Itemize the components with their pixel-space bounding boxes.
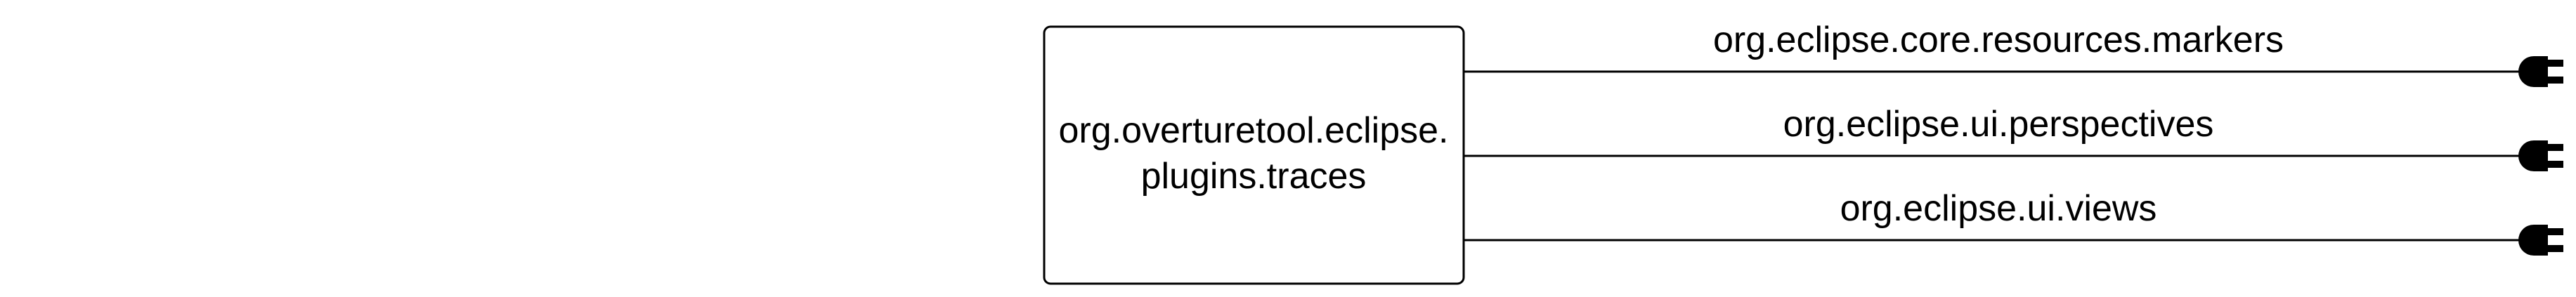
- plug-icon: [2518, 56, 2563, 87]
- extension-perspectives: org.eclipse.ui.perspectives: [1464, 104, 2563, 171]
- plug-icon: [2518, 140, 2563, 171]
- extension-label-markers: org.eclipse.core.resources.markers: [1713, 20, 2284, 60]
- extension-views: org.eclipse.ui.views: [1464, 188, 2563, 256]
- plug-icon: [2518, 225, 2563, 256]
- plugin-node: org.overturetool.eclipse. plugins.traces: [1043, 25, 1465, 285]
- plugin-name-line1: org.overturetool.eclipse.: [1059, 110, 1449, 151]
- plugin-name-line2: plugins.traces: [1141, 156, 1367, 197]
- extension-label-perspectives: org.eclipse.ui.perspectives: [1783, 104, 2214, 145]
- plugin-box: [1043, 25, 1465, 285]
- extension-markers: org.eclipse.core.resources.markers: [1464, 20, 2563, 87]
- extension-label-views: org.eclipse.ui.views: [1840, 188, 2157, 229]
